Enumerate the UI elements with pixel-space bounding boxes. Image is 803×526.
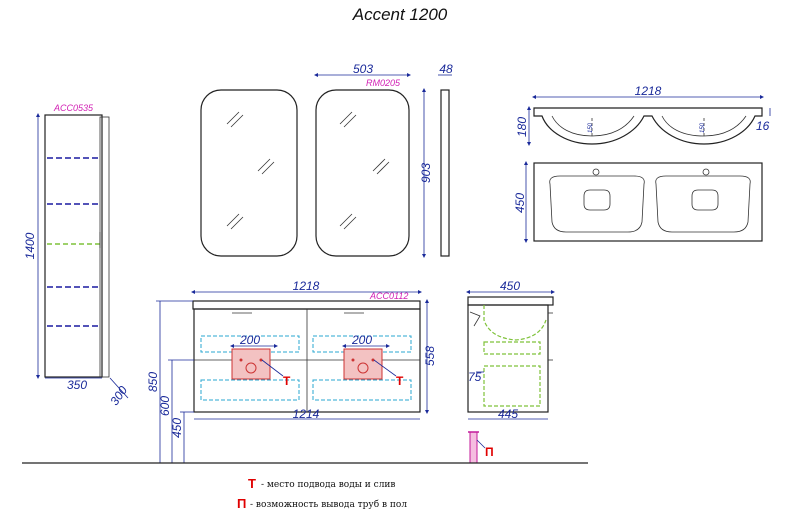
- mirror-depth-dim: 48: [439, 62, 453, 76]
- mirror-code: RM0205: [366, 78, 401, 88]
- tap-hole-left: [592, 168, 600, 176]
- floor-to-bottom-dim: 450: [170, 418, 184, 438]
- mirror-left: [200, 89, 298, 257]
- floor-pipe: [469, 431, 478, 464]
- p-marker: П: [485, 445, 494, 459]
- floor-to-mid-dim: 600: [158, 396, 172, 416]
- drawing-title: Accent 1200: [352, 5, 448, 24]
- vanity-front-view: 1218 ACC0112 200 200 Т Т 1214 558: [146, 279, 437, 463]
- basin-rim-dim: 16: [756, 119, 770, 133]
- floor-to-top-dim: 850: [146, 372, 160, 392]
- pencil-height-dim: 1400: [23, 232, 37, 259]
- mirror-right: [315, 89, 410, 257]
- pencil-case-body: [44, 114, 103, 378]
- side-basin-bowl: [483, 305, 547, 341]
- mirror-view: 503 RM0205 903 48: [200, 62, 453, 258]
- side-body: [467, 304, 549, 413]
- legend: Т - место подвода воды и слив П - возмож…: [237, 476, 407, 511]
- legend-t-text: - место подвода воды и слив: [261, 480, 395, 490]
- side-drawer-upper: [483, 341, 541, 355]
- side-depth-bottom-dim: 445: [498, 407, 518, 421]
- drawer-inner: [312, 379, 412, 401]
- t-marker-right: Т: [396, 374, 404, 388]
- legend-t-symbol: Т: [248, 476, 256, 491]
- pencil-case-code: ACC0535: [53, 103, 94, 113]
- drawer-width-dim-left: 200: [239, 333, 260, 347]
- bowl-right: [655, 175, 751, 233]
- vanity-inner-width-dim: 1214: [293, 407, 320, 421]
- mirror-side-profile: [440, 89, 450, 257]
- side-top: [467, 296, 554, 306]
- t-marker-left: Т: [283, 374, 291, 388]
- connection-zone-right: [343, 348, 383, 380]
- pencil-case-view: ACC0535 1400 350 300: [23, 103, 130, 408]
- pencil-case-door: [99, 116, 110, 378]
- vanity-width-dim: 1218: [293, 279, 320, 293]
- side-depth-top-dim: 450: [500, 279, 520, 293]
- basin-width-dim: 1218: [635, 84, 662, 98]
- connection-zone-left: [231, 348, 271, 380]
- drawer-width-dim-right: 200: [351, 333, 372, 347]
- basin-bowl-mark-left: 150: [588, 122, 594, 133]
- tap-hole-right: [702, 168, 710, 176]
- basin-bowl-mark-right: 150: [700, 122, 706, 133]
- vanity-height-dim: 558: [423, 346, 437, 366]
- pencil-width-dim: 350: [67, 378, 87, 392]
- drawer-inner: [200, 379, 300, 401]
- bowl-left: [549, 175, 645, 233]
- side-inner-dim: 75: [468, 370, 482, 384]
- basin-top-outline: [533, 162, 763, 242]
- vanity-top: [192, 300, 421, 310]
- basin-depth-dim: 450: [513, 193, 527, 213]
- basin-height-dim: 180: [515, 117, 529, 137]
- legend-p-text: - возможность вывода труб в пол: [250, 499, 407, 510]
- mirror-width-dim: 503: [353, 62, 373, 76]
- basin-top-view: 450: [513, 161, 763, 243]
- side-drawer-lower: [483, 365, 541, 407]
- legend-p-symbol: П: [237, 496, 246, 511]
- pencil-depth-dim: 300: [107, 383, 130, 408]
- basin-front-outline: [533, 107, 763, 145]
- basin-front-view: 1218 150 150 180 16: [515, 84, 771, 146]
- vanity-code: ACC0112: [369, 291, 408, 301]
- vanity-side-view: 450 75 445 П: [466, 279, 555, 464]
- mirror-height-dim: 903: [419, 163, 433, 183]
